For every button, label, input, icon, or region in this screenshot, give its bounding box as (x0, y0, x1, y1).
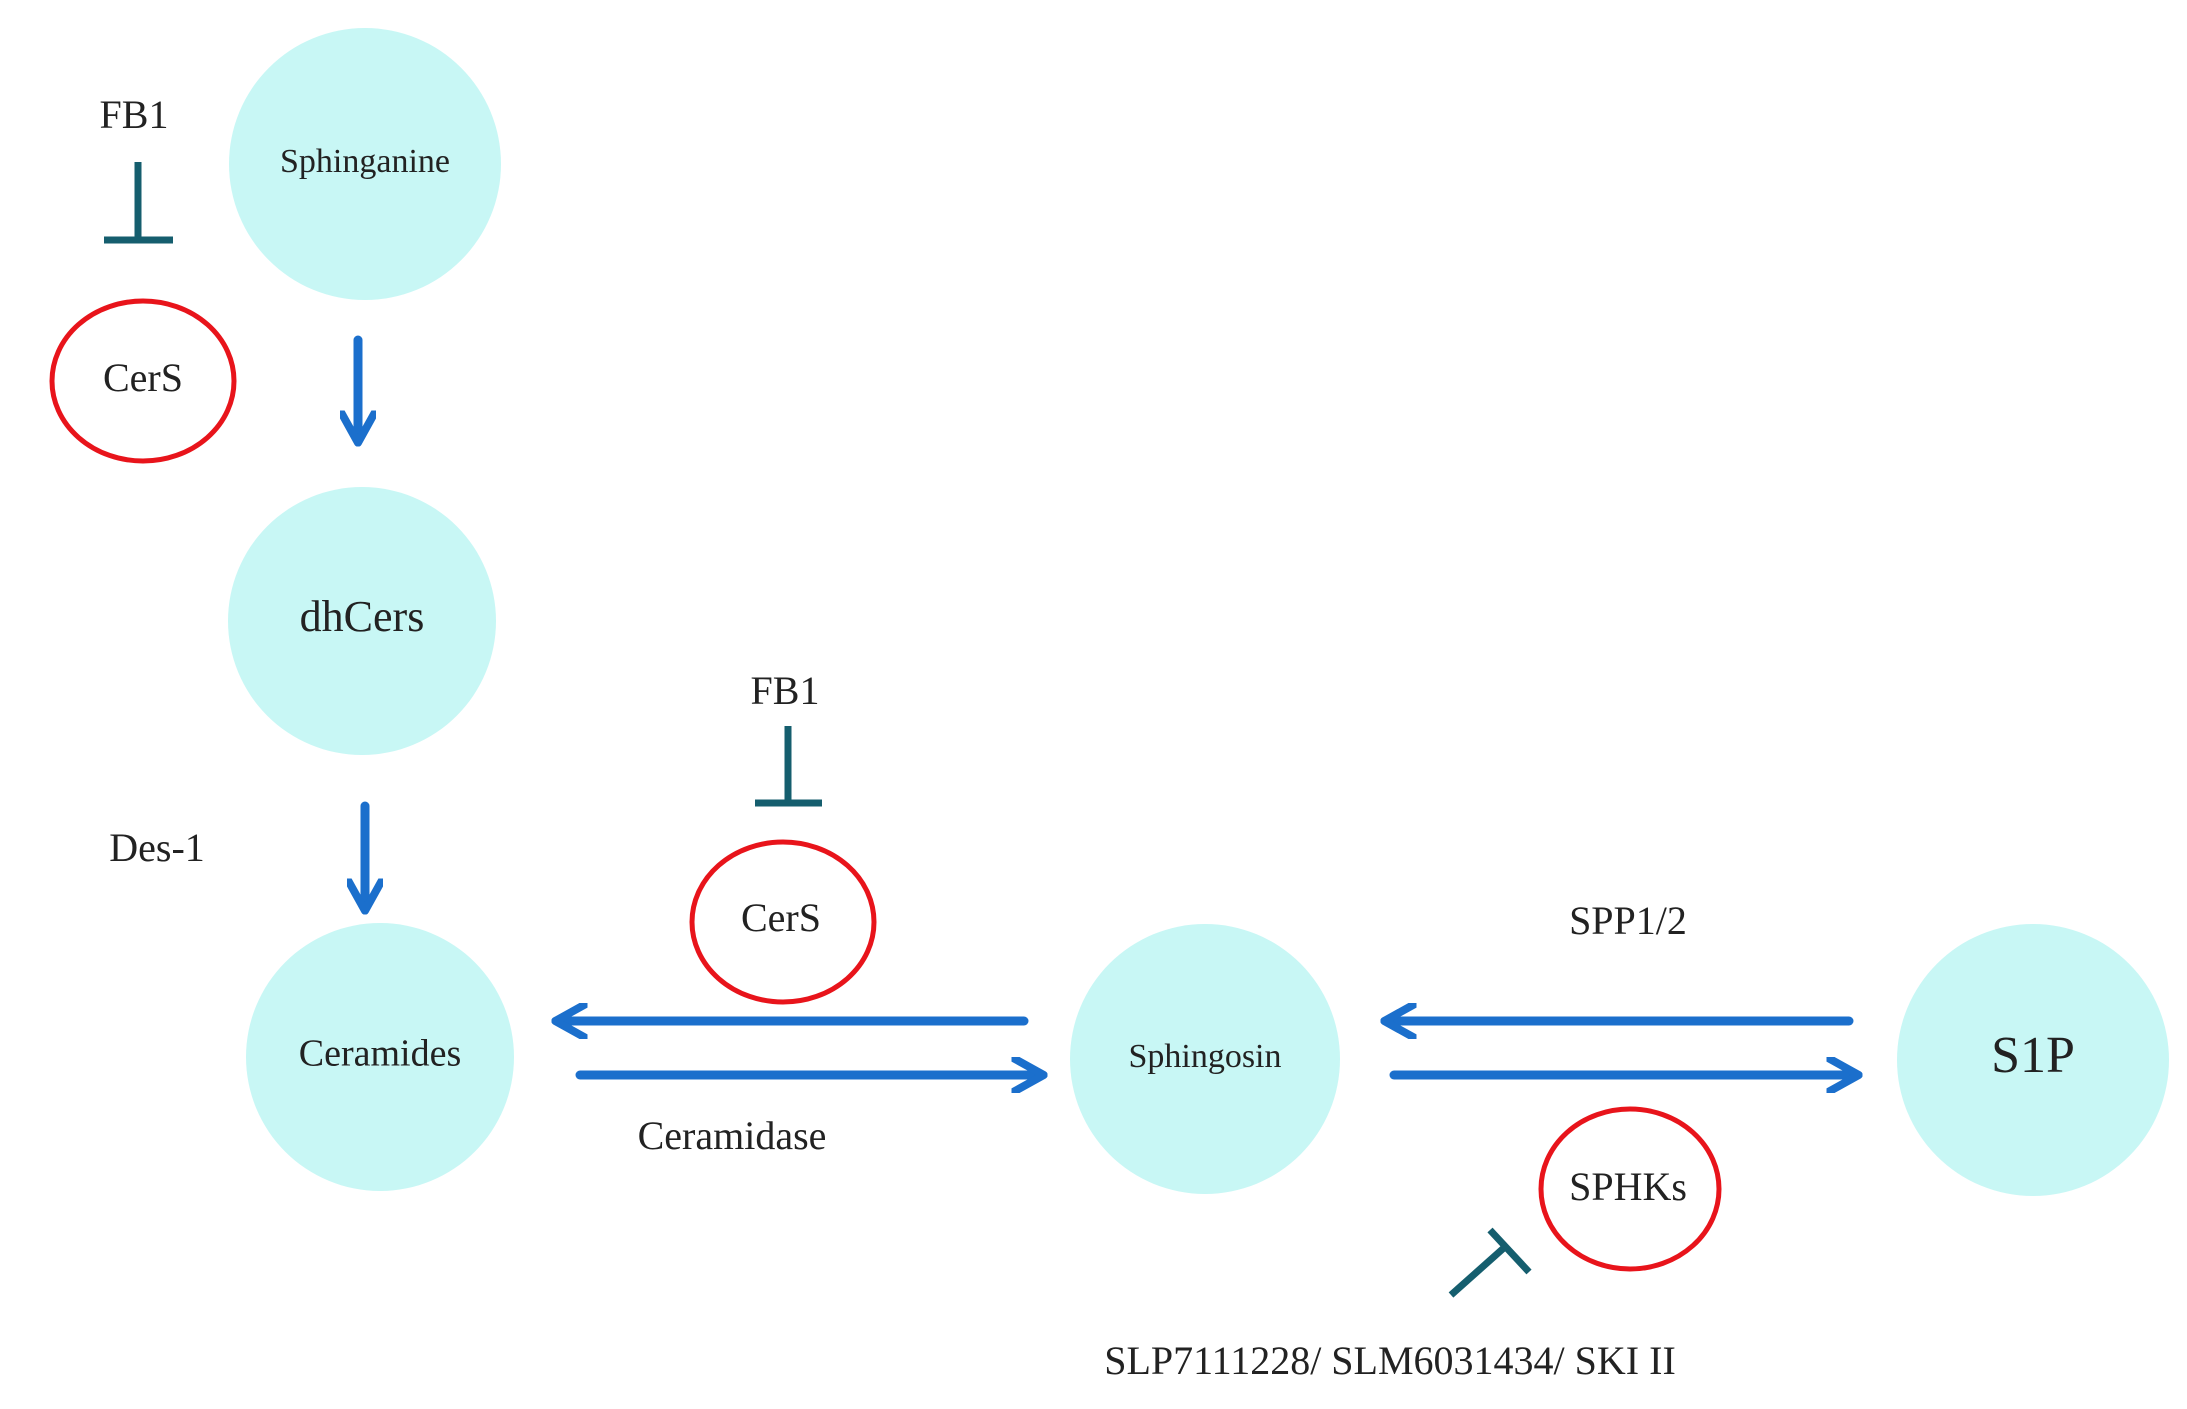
node-dhcers: dhCers (228, 487, 496, 755)
label-fb1-top: FB1 (100, 92, 169, 137)
label-inhibitors: SLP7111228/ SLM6031434/ SKI II (1104, 1338, 1676, 1383)
enzyme-cers-top-label: CerS (103, 355, 183, 400)
enzyme-sphks: SPHKs (1538, 1106, 1722, 1272)
inhibitor-fb1-middle (755, 726, 822, 807)
label-spp: SPP1/2 (1569, 898, 1687, 943)
node-dhcers-label: dhCers (300, 592, 425, 641)
enzyme-cers-top: CerS (49, 298, 237, 464)
node-sphingosin: Sphingosin (1070, 924, 1340, 1194)
node-s1p-label: S1P (1991, 1027, 2075, 1084)
node-ceramides-label: Ceramides (299, 1033, 462, 1075)
inhibitor-fb1-top (104, 162, 173, 244)
label-des1: Des-1 (109, 825, 205, 870)
label-ceramidase: Ceramidase (638, 1113, 827, 1158)
inhibitor-sphks (1448, 1227, 1532, 1298)
enzyme-sphks-label: SPHKs (1569, 1164, 1687, 1209)
node-sphingosin-label: Sphingosin (1128, 1038, 1281, 1075)
label-fb1-middle: FB1 (751, 668, 820, 713)
node-s1p: S1P (1897, 924, 2169, 1196)
enzyme-cers-middle-label: CerS (741, 895, 821, 940)
node-sphinganine-label: Sphinganine (280, 143, 450, 180)
node-ceramides: Ceramides (246, 923, 514, 1191)
node-sphinganine: Sphinganine (229, 28, 501, 300)
enzyme-cers-middle: CerS (689, 839, 877, 1005)
